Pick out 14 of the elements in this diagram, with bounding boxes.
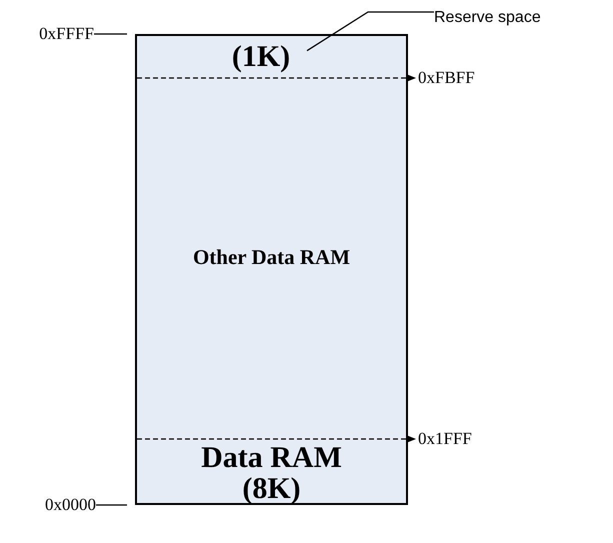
region-label: (1K)	[215, 36, 307, 78]
region-label: Other Data RAM	[180, 240, 363, 274]
tick-line	[94, 33, 127, 35]
tick-line	[96, 504, 127, 506]
address-label: 0xFBFF	[418, 66, 500, 90]
boundary-arrow	[137, 74, 416, 82]
address-label: 0x1FFF	[418, 427, 500, 451]
region-label: Data RAM (8K)	[188, 442, 355, 504]
address-label: 0xFFFF	[12, 22, 94, 46]
callout-label: Reserve space	[434, 6, 610, 30]
boundary-arrow	[137, 435, 416, 443]
leader-line	[306, 11, 434, 52]
address-label: 0x0000	[14, 493, 96, 517]
memory-block	[135, 34, 408, 505]
